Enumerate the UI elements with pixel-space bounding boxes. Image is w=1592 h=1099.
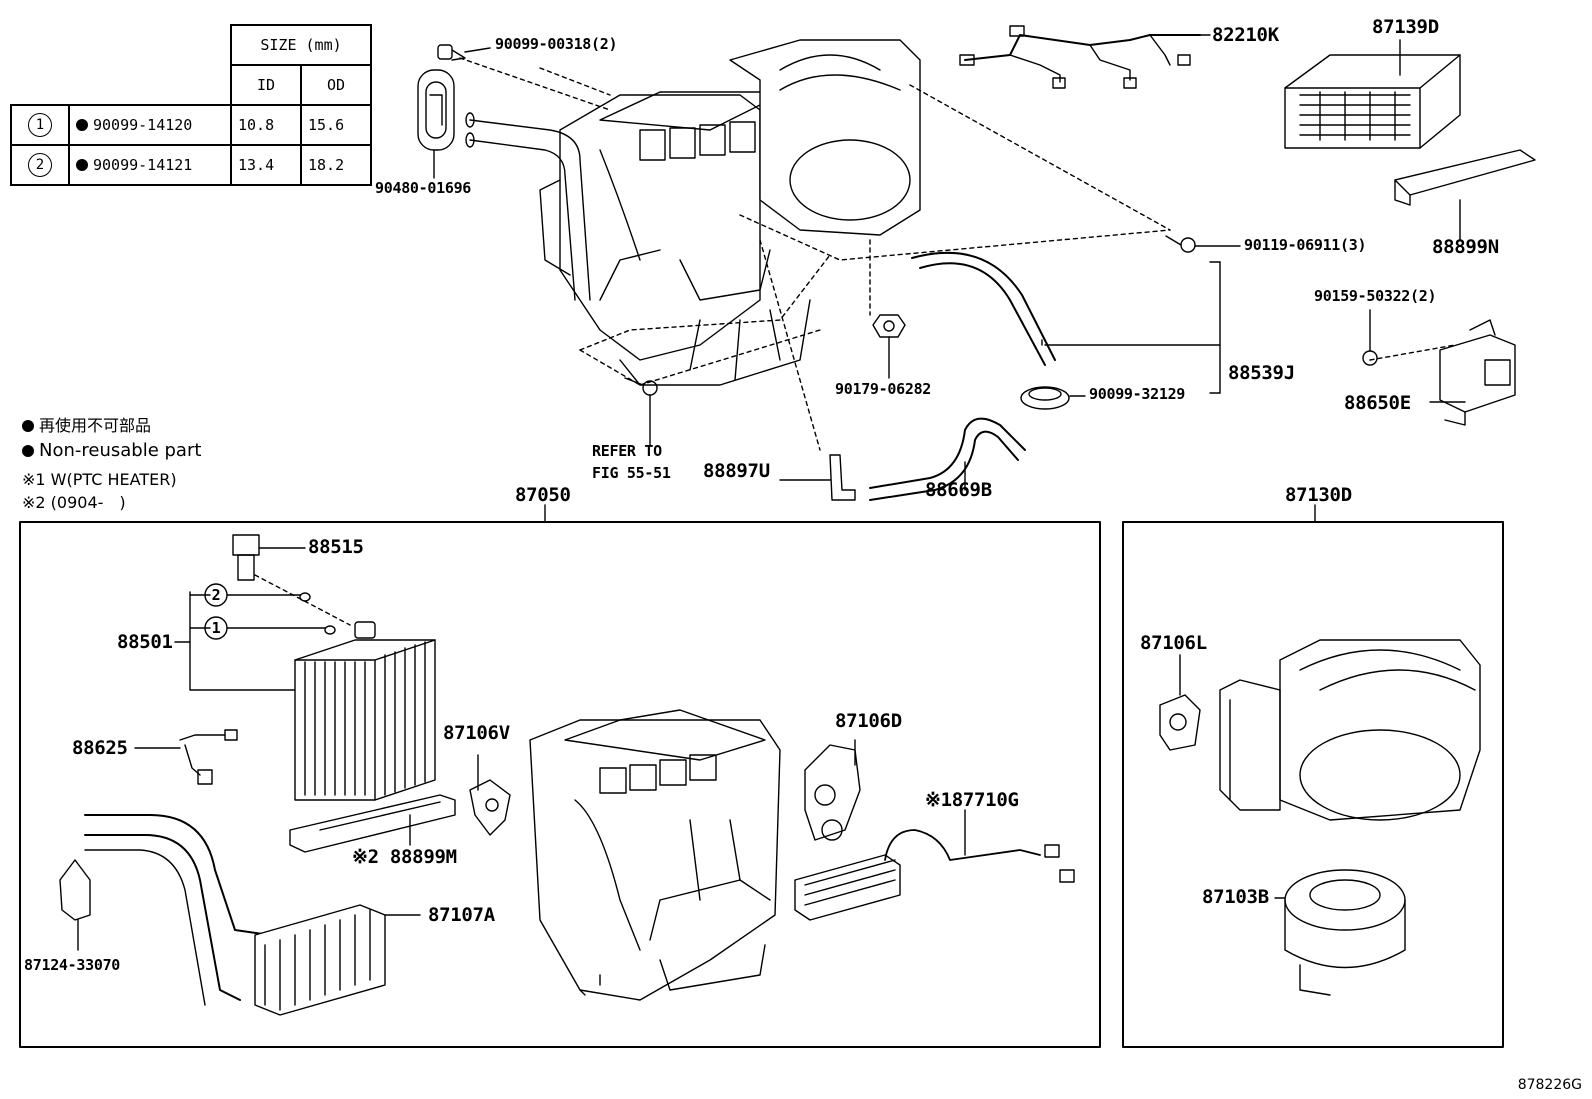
filter-cover-88899N — [1394, 149, 1536, 241]
inner-diameter: 13.4 — [230, 144, 302, 186]
hose-88669B — [869, 417, 1026, 501]
oring-leader-lines — [174, 574, 351, 691]
blower-group-frame — [1122, 521, 1504, 1048]
oring-ref-2: 2 — [211, 586, 221, 604]
label-88539J: 88539J — [1228, 362, 1295, 384]
screw-refer-fig — [624, 377, 658, 446]
id-header: ID — [230, 64, 302, 106]
label-refer-fig: FIG 55-51 — [592, 464, 671, 482]
servo-motor-87106L — [1159, 654, 1201, 751]
sensor-88897U — [779, 454, 856, 501]
label-88899N: 88899N — [1432, 236, 1499, 258]
label-88625: 88625 — [72, 737, 128, 759]
ptc-heater-87710G — [794, 809, 1075, 921]
clamp-87124-33070 — [59, 859, 91, 951]
label-87107A: 87107A — [428, 904, 495, 926]
servo-motor-87106V — [469, 754, 511, 836]
heater-pipes-top — [465, 112, 591, 301]
label-90480-01696: 90480-01696 — [375, 179, 472, 197]
label-87130D: 87130D — [1285, 484, 1352, 506]
outer-diameter: 15.6 — [300, 104, 372, 146]
heater-core-87107A — [84, 814, 421, 1016]
od-header: OD — [300, 64, 372, 106]
legend-en: Non-reusable part — [22, 442, 201, 460]
label-82210K: 82210K — [1212, 24, 1279, 46]
label-88501: 88501 — [117, 631, 173, 653]
ref-circle: 2 — [28, 153, 52, 177]
size-header: SIZE (mm) — [230, 24, 372, 66]
label-87710G: ※187710G — [925, 789, 1019, 811]
drain-hose-88539J — [911, 251, 1221, 394]
label-refer-to: REFER TO — [592, 442, 662, 460]
blower-motor-87103B — [1274, 869, 1406, 996]
label-88897U: 88897U — [703, 460, 770, 482]
non-reusable-dot-icon — [76, 159, 88, 171]
label-87103B: 87103B — [1202, 886, 1269, 908]
label-88669B: 88669B — [925, 479, 992, 501]
guide-88899M — [289, 794, 456, 853]
servo-motor-87106D — [804, 739, 861, 841]
oring-ref-1: 1 — [211, 619, 221, 637]
screw-90159-50322 — [1362, 309, 1378, 366]
label-88899M: ※2 88899M — [352, 846, 457, 868]
hvac-case-group-frame — [19, 521, 1101, 1048]
blower-case-87130D-illustration — [1219, 639, 1481, 821]
footnote-2: ※2 (0904- ) — [22, 493, 126, 512]
hvac-unit-top-illustration — [539, 39, 921, 386]
assembly-leader-lines — [459, 57, 1456, 451]
label-88515: 88515 — [308, 536, 364, 558]
grommet-90099-32129 — [1020, 386, 1086, 410]
label-87106V: 87106V — [443, 722, 510, 744]
ref-circle: 1 — [28, 113, 52, 137]
non-reusable-dot-icon — [76, 119, 88, 131]
label-90099-32129: 90099-32129 — [1089, 385, 1186, 403]
inner-diameter: 10.8 — [230, 104, 302, 146]
expansion-valve-88515 — [232, 534, 306, 581]
part-number: 90099-14120 — [93, 116, 193, 134]
screw-90119-06911 — [1165, 235, 1241, 253]
part-number: 90099-14121 — [93, 156, 193, 174]
clip-90099-00318 — [437, 44, 491, 61]
footnote-1: ※1 W(PTC HEATER) — [22, 470, 177, 489]
label-87124-33070: 87124-33070 — [24, 956, 121, 974]
table-row: 1 90099-14120 10.8 15.6 — [10, 104, 372, 146]
hvac-case-87050-illustration — [529, 709, 781, 1001]
label-87139D: 87139D — [1372, 16, 1439, 38]
wire-harness-82210K — [959, 25, 1211, 89]
non-reusable-dot-icon — [22, 420, 34, 432]
non-reusable-dot-icon — [22, 445, 34, 457]
nut-90179-06282 — [872, 314, 906, 379]
legend-jp: 再使用不可部品 — [22, 418, 151, 434]
label-87106D: 87106D — [835, 710, 902, 732]
label-88650E: 88650E — [1344, 392, 1411, 414]
label-90179-06282: 90179-06282 — [835, 380, 932, 398]
label-87106L: 87106L — [1140, 632, 1207, 654]
thermistor-88625 — [134, 729, 238, 785]
ac-amplifier-88650E — [1429, 319, 1516, 426]
figure-id: 878226G — [1517, 1077, 1582, 1093]
label-90099-00318: 90099-00318(2) — [495, 35, 618, 53]
label-90159-50322: 90159-50322(2) — [1314, 287, 1437, 305]
oring-size-table: SIZE (mm) ID OD 1 90099-14120 10.8 15.6 … — [10, 24, 372, 186]
label-90119-06911: 90119-06911(3) — [1244, 236, 1367, 254]
evaporator-88501 — [294, 621, 436, 801]
label-87050: 87050 — [515, 484, 571, 506]
table-row: 2 90099-14121 13.4 18.2 — [10, 144, 372, 186]
outer-diameter: 18.2 — [300, 144, 372, 186]
grommet-90480-01696 — [417, 69, 455, 179]
cabin-filter-87139D — [1284, 39, 1461, 149]
